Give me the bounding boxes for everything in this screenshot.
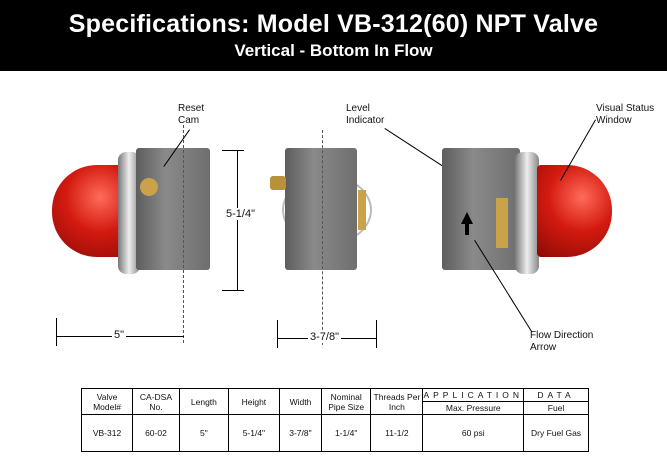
th-cadsa: CA-DSA No. <box>132 388 180 415</box>
table-row: VB-312 60-02 5" 5-1/4" 3-7/8" 1-1/4" 11-… <box>80 414 589 452</box>
dome-ring <box>118 152 140 274</box>
th-threads: Threads Per Inch <box>370 388 424 415</box>
cell-max-pressure: 60 psi <box>422 414 525 452</box>
th-fuel: Fuel <box>523 401 589 415</box>
th-height: Height <box>227 388 280 415</box>
th-pipe-size: Nominal Pipe Size <box>321 388 372 415</box>
visual-status-window-label: Visual Status Window <box>596 103 655 126</box>
cell-cadsa: 60-02 <box>132 414 180 452</box>
th-width: Width <box>278 388 323 415</box>
centerline <box>183 125 184 343</box>
flow-arrow-icon <box>461 212 473 224</box>
cell-threads: 11-1/2 <box>370 414 424 452</box>
reset-cam <box>270 176 286 190</box>
cell-model: VB-312 <box>80 414 134 452</box>
dim-tick <box>56 318 57 346</box>
dim-tick <box>222 290 244 291</box>
length-dimension: 5" <box>112 329 127 341</box>
th-length: Length <box>178 388 229 415</box>
page-title: Specifications: Model VB-312(60) NPT Val… <box>68 10 599 38</box>
dim-tick <box>277 320 278 348</box>
level-indicator <box>358 190 366 230</box>
cell-width: 3-7/8" <box>278 414 323 452</box>
th-application: APPLICATION <box>422 388 525 402</box>
page-subtitle: Vertical - Bottom In Flow <box>234 41 433 60</box>
cell-pipe-size: 1-1/4" <box>321 414 372 452</box>
width-dimension: 3-7/8" <box>308 331 341 343</box>
level-indicator-label: Level Indicator <box>346 103 385 126</box>
valve-body <box>136 148 210 270</box>
dome-ring <box>515 152 539 274</box>
flow-arrow-stem <box>465 223 469 235</box>
dim-tick <box>376 320 377 348</box>
spec-table: Valve Model# CA-DSA No. Length Height Wi… <box>80 388 589 452</box>
cell-length: 5" <box>178 414 229 452</box>
height-dimension: 5-1/4" <box>224 208 257 220</box>
height-dim-line <box>237 150 238 290</box>
dim-tick <box>222 150 244 151</box>
centerline <box>322 130 323 345</box>
th-data: DATA <box>523 388 589 402</box>
cell-fuel: Dry Fuel Gas <box>523 414 589 452</box>
valve-body <box>285 148 357 270</box>
reset-cam-label: Reset Cam <box>178 103 205 126</box>
header-banner: Specifications: Model VB-312(60) NPT Val… <box>0 0 667 71</box>
cell-height: 5-1/4" <box>227 414 280 452</box>
level-indicator <box>496 198 508 248</box>
th-model: Valve Model# <box>80 388 134 415</box>
flow-direction-arrow-label: Flow Direction Arrow <box>530 330 594 353</box>
status-dome <box>537 165 612 257</box>
th-max-pressure: Max. Pressure <box>422 401 525 415</box>
